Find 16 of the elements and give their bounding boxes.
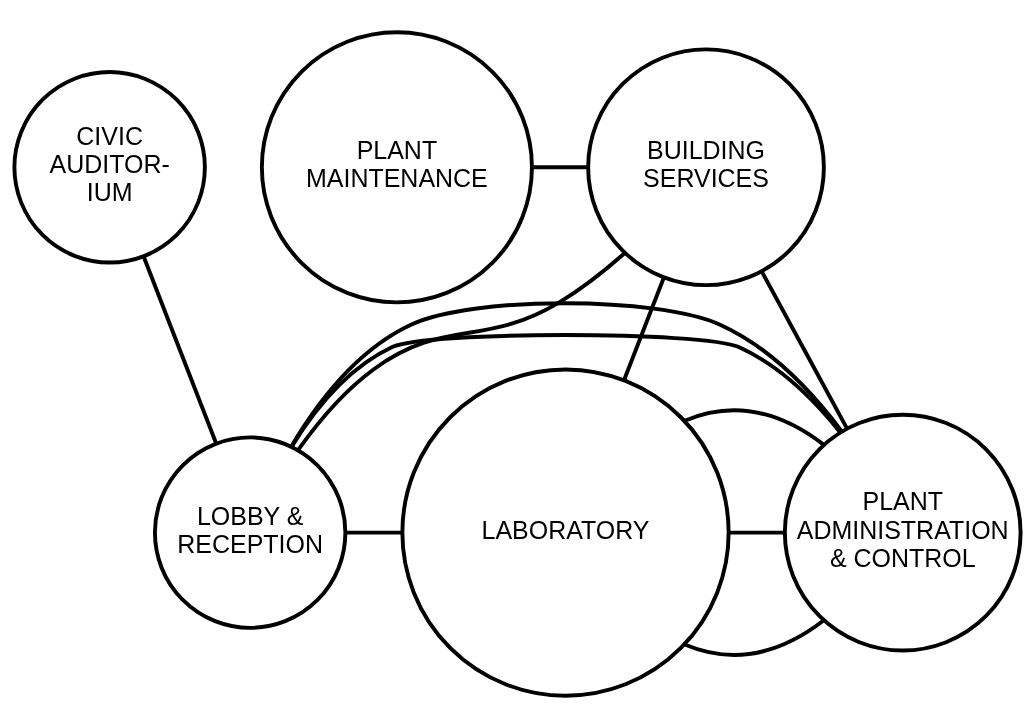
- connector: [622, 276, 666, 381]
- connector: [684, 408, 825, 447]
- connector: [296, 251, 627, 452]
- connector: [532, 165, 588, 170]
- connector: [684, 619, 825, 657]
- node-circle: LABORATORY: [400, 367, 731, 698]
- connector: [760, 270, 849, 430]
- node-circle: BUILDING SERVICES: [586, 47, 826, 288]
- node-circle: PLANT ADMINISTRATION & CONTROL: [782, 412, 1023, 653]
- connector: [345, 530, 403, 535]
- node-circle: PLANT MAINTENANCE: [259, 30, 534, 305]
- connector: [141, 255, 218, 445]
- connector: [289, 301, 844, 448]
- node-circle: CIVIC AUDITOR- IUM: [12, 70, 207, 265]
- node-circle: LOBBY & RECEPTION: [152, 435, 348, 630]
- connector: [728, 530, 785, 535]
